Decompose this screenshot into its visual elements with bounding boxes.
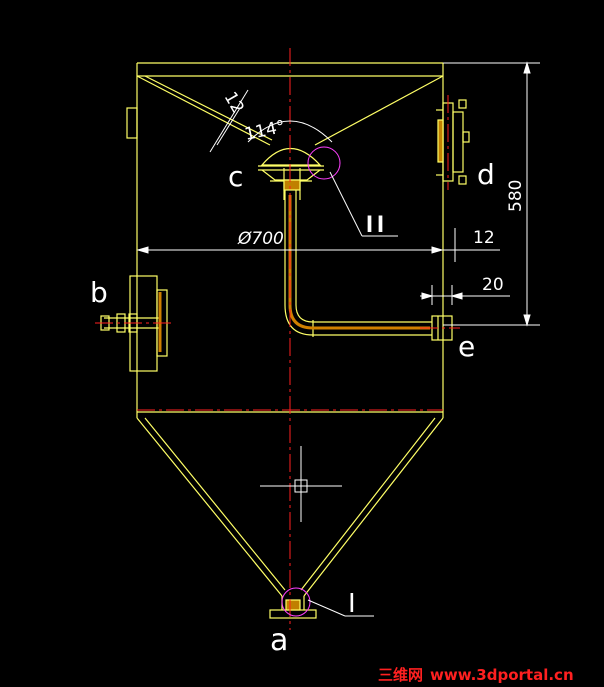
- dim-wall-offset: 12: [473, 228, 495, 248]
- detail-circle-1: [281, 587, 311, 617]
- label-d: d: [477, 158, 495, 191]
- label-c: c: [228, 160, 243, 193]
- dim-thickness: 12: [220, 89, 248, 118]
- dimension-lines: [136, 61, 540, 617]
- label-b: b: [90, 276, 108, 309]
- detail-circle-2: [307, 146, 341, 180]
- watermark-cn: 三维网: [378, 666, 423, 684]
- nozzle-d: [436, 99, 470, 185]
- label-detail-2: II: [364, 213, 386, 238]
- dim-angle: 114°: [243, 117, 287, 145]
- watermark-url: www.3dportal.cn: [430, 666, 574, 684]
- internal-pipe: [284, 190, 432, 337]
- nozzle-c: [258, 148, 324, 200]
- label-e: e: [458, 330, 475, 363]
- dim-pipe-offset: 20: [482, 275, 504, 295]
- dim-diameter: Ø700: [237, 229, 284, 249]
- label-a: a: [270, 623, 288, 658]
- centerlines: [95, 48, 460, 630]
- label-detail-1: I: [348, 589, 356, 619]
- dim-height: 580: [506, 180, 526, 212]
- left-lug: [126, 107, 138, 139]
- center-mark: [260, 446, 342, 522]
